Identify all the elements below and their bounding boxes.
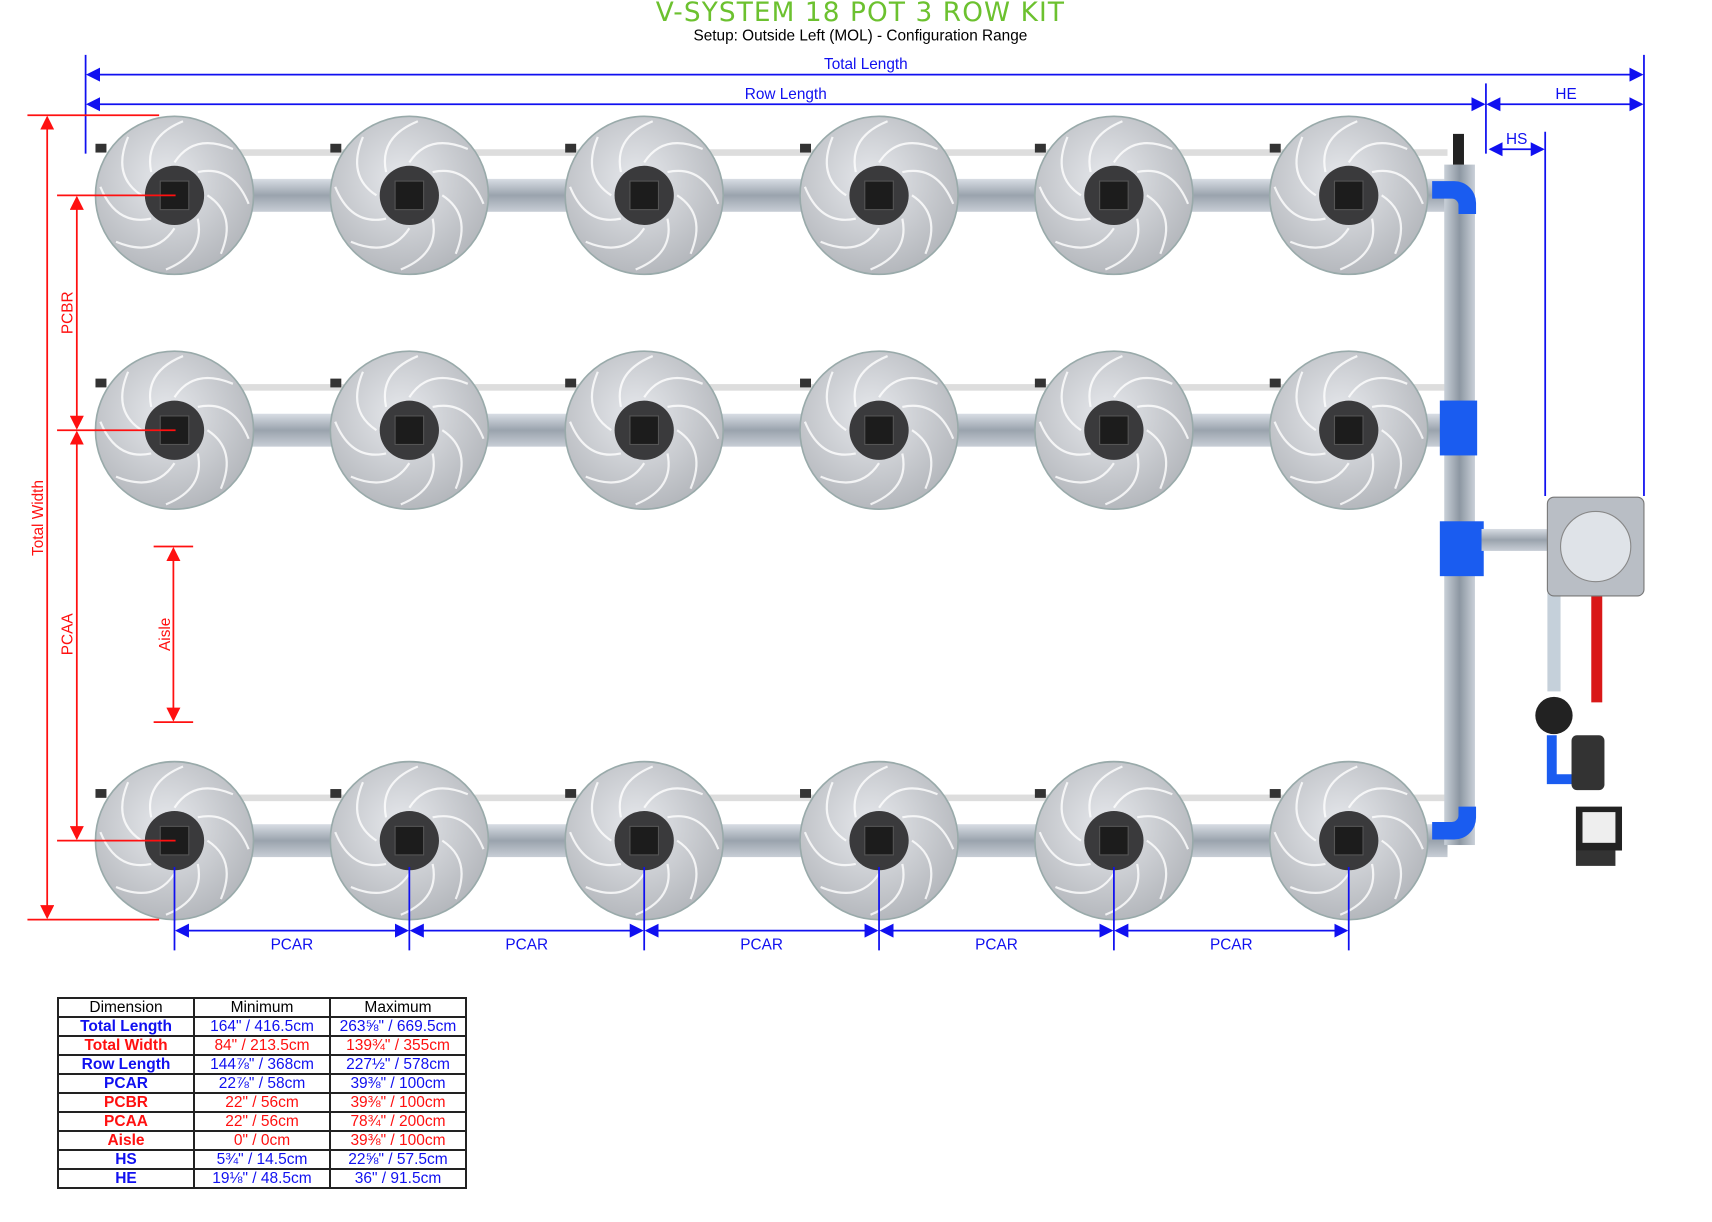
pot (799, 350, 959, 511)
cell-min: 22" / 56cm (193, 1111, 331, 1132)
cell-name: HS (57, 1149, 195, 1170)
cell-name: HE (57, 1168, 195, 1189)
hs-label: HS (1506, 131, 1527, 148)
pot (1034, 350, 1194, 511)
cell-max: 39⅜" / 100cm (329, 1092, 467, 1113)
cell-name: Row Length (57, 1054, 195, 1075)
cell-max: 227½" / 578cm (329, 1054, 467, 1075)
row-length-label: Row Length (745, 86, 827, 103)
pcar-label: PCAR (271, 936, 314, 953)
cell-max: 263⅝" / 669.5cm (329, 1016, 467, 1037)
table-header-row: Dimension Minimum Maximum (57, 997, 467, 1018)
cell-min: 0" / 0cm (193, 1130, 331, 1151)
pot (1268, 115, 1429, 276)
cell-min: 144⅞" / 368cm (193, 1054, 331, 1075)
pot (799, 115, 959, 276)
cell-min: 22⅞" / 58cm (193, 1073, 331, 1094)
pot (329, 760, 490, 921)
pot (564, 350, 725, 511)
cell-max: 78¾" / 200cm (329, 1111, 467, 1132)
cell-min: 19⅛" / 48.5cm (193, 1168, 331, 1189)
cell-name: PCBR (57, 1092, 195, 1113)
cell-name: PCAA (57, 1111, 195, 1132)
cell-min: 164" / 416.5cm (193, 1016, 331, 1037)
pump-unit (1535, 696, 1623, 866)
cell-name: Total Length (57, 1016, 195, 1037)
pcar-label: PCAR (740, 936, 783, 953)
kit-title: V-SYSTEM 18 POT 3 ROW KIT (656, 0, 1065, 28)
pot (329, 115, 490, 276)
cell-max: 39⅜" / 100cm (329, 1130, 467, 1151)
cell-name: Total Width (57, 1035, 195, 1056)
cell-min: 22" / 56cm (193, 1092, 331, 1113)
pcbr-label: PCBR (59, 291, 76, 334)
cell-name: Aisle (57, 1130, 195, 1151)
setup-subtitle: Setup: Outside Left (MOL) - Configuratio… (693, 28, 1027, 45)
pcar-label: PCAR (1210, 936, 1253, 953)
pot (329, 350, 490, 511)
total-length-label: Total Length (824, 56, 908, 73)
cell-max: 139¾" / 355cm (329, 1035, 467, 1056)
cell-name: PCAR (57, 1073, 195, 1094)
cell-max: 22⅝" / 57.5cm (329, 1149, 467, 1170)
pot-grid (94, 115, 1448, 921)
pot (1268, 350, 1429, 511)
total-width-label: Total Width (30, 480, 47, 556)
cell-max: 36" / 91.5cm (329, 1168, 467, 1189)
header-dimension: Dimension (57, 997, 195, 1018)
header-maximum: Maximum (329, 997, 467, 1018)
pot (564, 760, 725, 921)
cell-min: 84" / 213.5cm (193, 1035, 331, 1056)
aisle-label: Aisle (157, 618, 174, 651)
manifold (1432, 133, 1603, 846)
header-minimum: Minimum (193, 997, 331, 1018)
pcaa-label: PCAA (59, 613, 76, 656)
he-label: HE (1555, 86, 1576, 103)
pot (1034, 760, 1194, 921)
reservoir-tank (1546, 496, 1645, 597)
pcar-label: PCAR (975, 936, 1018, 953)
cell-min: 5¾" / 14.5cm (193, 1149, 331, 1170)
cell-max: 39⅜" / 100cm (329, 1073, 467, 1094)
pot (564, 115, 725, 276)
pot (1034, 115, 1194, 276)
pcar-label: PCAR (505, 936, 548, 953)
